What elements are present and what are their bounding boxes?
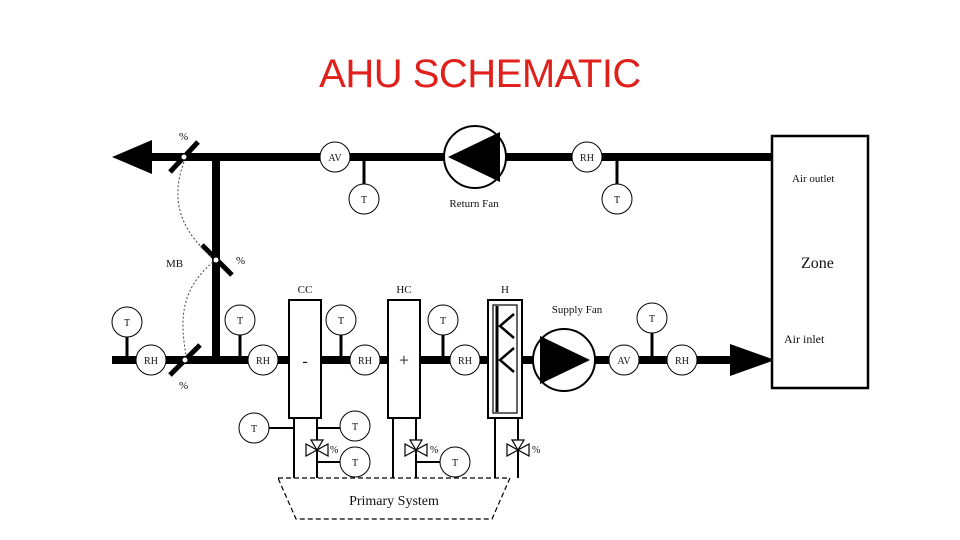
svg-text:RH: RH [458,356,472,367]
svg-text:T: T [361,195,367,206]
air-outlet-label: Air outlet [792,173,834,185]
cc-water-loop [267,418,342,478]
rh-after-cc-sensor: RH [349,344,381,376]
zone-label: Zone [801,255,834,272]
damper-linkage-lower [182,261,214,356]
svg-text:AV: AV [617,356,631,367]
svg-text:T: T [237,316,243,327]
svg-text:RH: RH [358,356,372,367]
hc-sign: + [399,350,409,370]
rh-after-hc-sensor: RH [449,344,481,376]
h-valve-icon [506,439,530,458]
cc-valve-icon [305,439,329,458]
svg-text:T: T [452,458,458,469]
primary-system-box: Primary System [277,477,511,520]
damper-linkage [177,161,214,259]
rh-return-sensor: RH [571,141,603,173]
exhaust-damper-icon [168,140,200,174]
supply-fan-label: Supply Fan [552,304,603,316]
outdoor-damper-percent: % [179,380,188,392]
cc-valve-percent: % [330,445,338,456]
rh-mix-sensor: RH [247,344,279,376]
av-supply-sensor: AV [608,344,640,376]
mb-label: MB [166,258,183,270]
t-supply-sensor: T [636,302,668,334]
svg-text:RH: RH [144,356,158,367]
svg-text:T: T [614,195,620,206]
t-mix-sensor: T [224,304,256,336]
hc-valve-percent: % [430,445,438,456]
svg-text:T: T [352,458,358,469]
t-outdoor-sensor: T [111,306,143,338]
return-fan-label: Return Fan [449,198,499,210]
svg-text:T: T [649,314,655,325]
svg-text:AV: AV [328,153,342,164]
svg-text:T: T [338,316,344,327]
air-inlet-label: Air inlet [784,332,825,346]
cc-sign: - [302,353,307,370]
exhaust-damper-percent: % [179,131,188,143]
rh-supply-sensor: RH [666,344,698,376]
zone-box: Air outlet Zone Air inlet [770,134,870,390]
svg-text:RH: RH [256,356,270,367]
t-return-left-sensor: T [348,183,380,215]
t-after-cc-sensor: T [325,304,357,336]
h-valve-percent: % [532,445,540,456]
return-fan-icon [443,125,507,189]
primary-system-label: Primary System [349,494,439,509]
t-cc-loop-low-sensor: T [339,446,371,478]
exhaust-arrow-icon [112,140,152,174]
supply-fan-icon [532,328,596,392]
svg-text:T: T [352,422,358,433]
supply-arrow-icon [730,344,775,376]
diagram-title: AHU SCHEMATIC [319,52,641,96]
hc-label: HC [396,284,411,296]
t-cc-loop-right-sensor: T [339,410,371,442]
outdoor-damper-icon [168,343,202,377]
mixing-damper-percent: % [236,255,245,267]
t-after-hc-sensor: T [427,304,459,336]
humidifier [487,299,523,419]
svg-text:T: T [124,318,130,329]
svg-text:T: T [440,316,446,327]
mixing-damper-icon [200,243,234,277]
spray-nozzle-icon [498,313,515,339]
t-return-right-sensor: T [601,183,633,215]
hc-valve-icon [404,439,428,458]
h-label: H [501,284,509,296]
spray-nozzle-icon-lower [498,347,515,373]
t-cc-loop-left-sensor: T [238,412,270,444]
av-return-sensor: AV [319,141,351,173]
svg-text:RH: RH [675,356,689,367]
t-hc-loop-sensor: T [439,446,471,478]
cooling-coil: - [288,299,322,419]
svg-text:T: T [251,424,257,435]
cc-label: CC [298,284,313,296]
heating-coil: + [387,299,421,419]
svg-text:RH: RH [580,153,594,164]
rh-outdoor-sensor: RH [135,344,167,376]
